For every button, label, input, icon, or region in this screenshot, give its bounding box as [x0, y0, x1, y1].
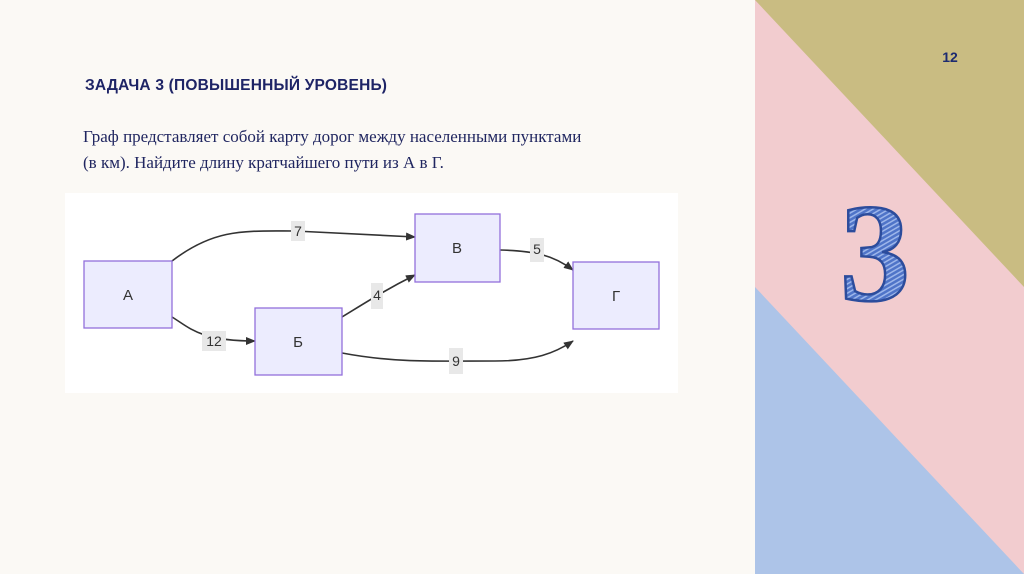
node-v: В — [414, 213, 501, 283]
node-a: А — [83, 260, 173, 329]
page-number: 12 — [942, 49, 958, 65]
task-description-line-2: (в км). Найдите длину кратчайшего пути и… — [83, 153, 444, 172]
edge-label-b-g: 9 — [452, 353, 460, 369]
edge-label-a-v: 7 — [294, 223, 302, 239]
big-digit-three: 3 — [820, 175, 930, 333]
node-g-label: Г — [612, 288, 620, 305]
edge-a-b — [171, 316, 256, 345]
edge-label-v-g: 5 — [533, 241, 541, 257]
edge-label-a-b: 12 — [206, 333, 222, 349]
task-title: ЗАДАЧА 3 (ПОВЫШЕННЫЙ УРОВЕНЬ) — [85, 77, 388, 94]
decorative-side-panel — [755, 0, 1024, 574]
node-a-label: А — [123, 287, 133, 304]
edge-a-v — [171, 230, 416, 262]
node-b-label: Б — [293, 334, 303, 351]
road-graph: 7 12 4 5 9 А Б В Г — [65, 193, 678, 393]
node-b: Б — [254, 307, 343, 376]
edge-b-g — [341, 340, 574, 362]
task-description: Граф представляет собой карту дорог межд… — [83, 124, 703, 176]
node-g: Г — [572, 261, 660, 330]
node-v-label: В — [452, 240, 462, 257]
task-description-line-1: Граф представляет собой карту дорог межд… — [83, 127, 582, 146]
edge-label-b-v: 4 — [373, 287, 381, 303]
big-digit-text: 3 — [840, 188, 910, 318]
